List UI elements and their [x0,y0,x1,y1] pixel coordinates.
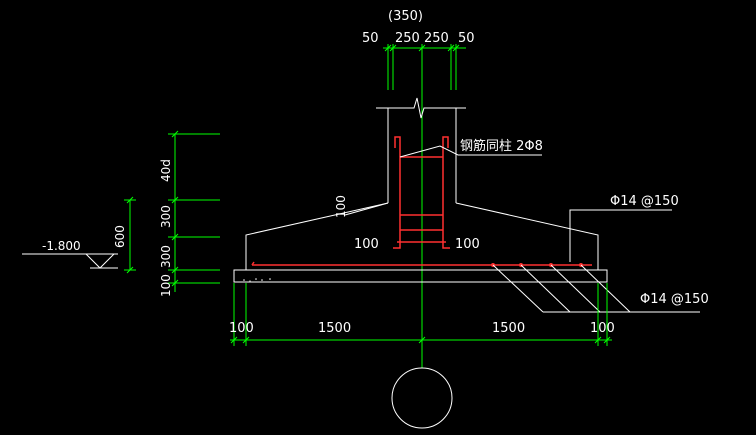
dim-bed-height: 100 [159,274,173,297]
elevation-marker [22,253,118,269]
bottom-dimension-chain [230,283,612,346]
rebar-group [251,136,592,266]
left-dimension-texts: 40d 300 300 100 600 100 [113,159,348,297]
footing-outline [233,202,608,283]
hook-left-label: 100 [354,237,379,252]
column-bar-left [393,136,401,249]
dim-total-height: 600 [113,225,127,248]
bottom-dim-left-half: 1500 [318,321,351,336]
hook-right-label: 100 [455,237,480,252]
top-dimension-group [383,44,466,90]
column-bars-label: 钢筋同柱 2Φ8 [460,138,543,154]
column-bar-leader [399,145,542,158]
top-dim-left-cover: 50 [362,31,379,46]
hook-leader [344,202,389,216]
leader-lines [344,145,700,313]
top-dim-right-cover: 50 [458,31,475,46]
bed-concrete-hatch [243,278,271,282]
left-dimension-chain [124,130,220,292]
dim-base-height: 300 [159,245,173,268]
top-rebar-label: Φ14 @150 [610,194,679,209]
axis-bubble [391,367,453,429]
dim-bar-offset: 100 [334,195,348,218]
elevation-label: -1.800 [42,239,81,253]
top-rebar-leader [569,209,672,262]
dim-haunch-height: 300 [159,205,173,228]
bottom-dim-right-half: 1500 [492,321,525,336]
top-dim-left-half: 250 [395,31,420,46]
column-bar-right [442,136,450,249]
bottom-dim-right-cover: 100 [590,321,615,336]
dim-anchor-length: 40d [159,159,173,182]
bottom-rebar-label: Φ14 @150 [640,292,709,307]
column-outline [376,97,466,203]
column-total-dim: (350) [388,9,423,24]
top-dim-right-half: 250 [424,31,449,46]
bottom-dim-left-cover: 100 [229,321,254,336]
